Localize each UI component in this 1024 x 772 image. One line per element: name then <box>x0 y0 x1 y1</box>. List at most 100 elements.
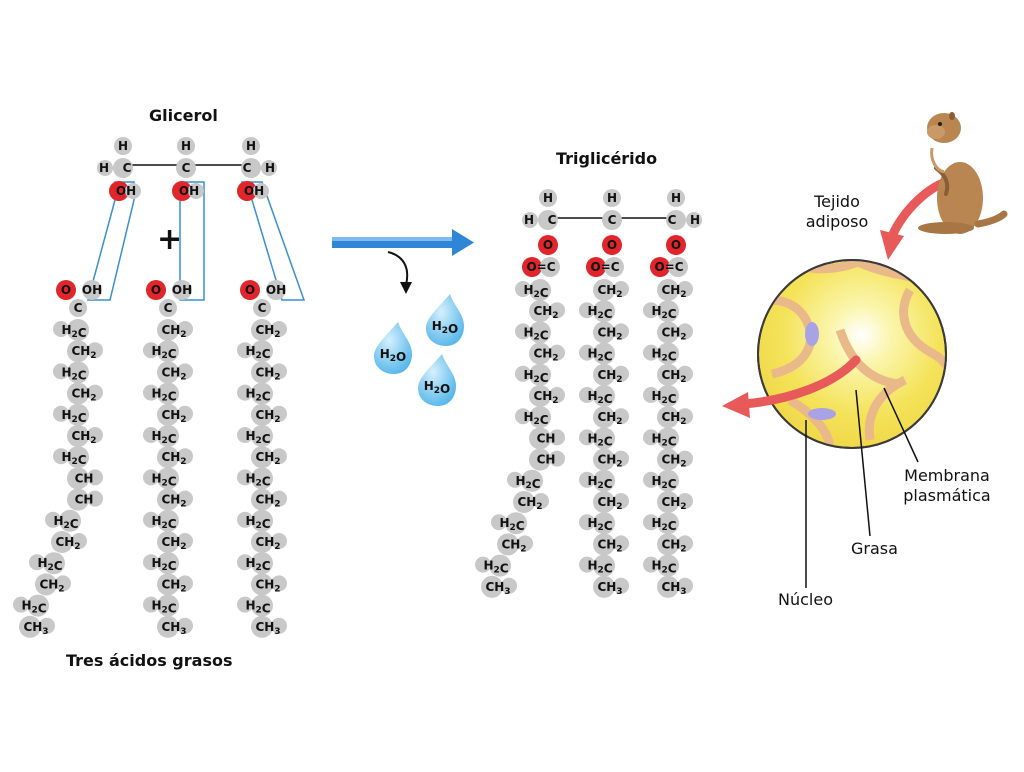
tri-carbonyl-carbon <box>668 257 688 277</box>
chain-group-label: CH2 <box>161 535 186 552</box>
chain-group-label: H2C <box>515 474 540 491</box>
glycerol-right-hydrogen <box>261 160 277 176</box>
water-release-arrowhead <box>400 282 412 294</box>
chain-group-label: CH2 <box>161 323 186 340</box>
chain-carbon-atom <box>251 531 273 553</box>
chain-carbon-atom <box>157 615 179 638</box>
chain-group-label: CH2 <box>661 495 686 512</box>
hydroxyl-group-atom <box>266 280 286 300</box>
chain-carbon-atom <box>67 340 89 363</box>
chain-group-label: H2C <box>245 387 270 404</box>
chain-hydrogen-atom <box>515 281 531 297</box>
chain-hydrogen-atom <box>177 575 193 592</box>
chain-hydrogen-atom <box>515 323 531 340</box>
chain-hydrogen-atom <box>237 469 253 486</box>
chain-group-label: CH2 <box>39 577 64 594</box>
chain-group-label: CH2 <box>55 535 80 552</box>
chain-hydrogen-atom <box>13 596 29 613</box>
chain-group-label: H2C <box>61 323 86 340</box>
carbonyl-oxygen-atom <box>240 280 260 300</box>
tri-carbonyl-oxygen <box>522 257 542 277</box>
chain-group-label: H2C <box>151 556 176 573</box>
bond-bracket <box>179 181 205 301</box>
chain-hydrogen-atom <box>53 405 69 422</box>
chain-carbon-atom <box>593 300 615 323</box>
chain-carbon-atom <box>593 533 615 556</box>
chain-group-label: CH2 <box>597 410 622 427</box>
chain-carbon-atom <box>157 509 179 532</box>
water-molecule-label: H2O <box>432 319 459 336</box>
chain-group-label: CH2 <box>255 365 280 382</box>
chain-hydrogen-atom <box>237 384 253 401</box>
glycerol-hydroxyl-hydrogen <box>188 183 204 199</box>
chain-hydrogen-atom <box>579 471 595 488</box>
chain-carbon-atom <box>505 512 527 535</box>
chain-group-label: CH2 <box>597 495 622 512</box>
reaction-arrow <box>332 229 474 256</box>
tri-backbone-carbon <box>602 210 622 230</box>
carbonyl-oxygen-label: O <box>245 283 255 297</box>
chain-hydrogen-atom <box>579 514 595 531</box>
chain-hydrogen-atom <box>643 556 659 573</box>
carboxyl-carbon-atom <box>253 299 271 317</box>
tri-top-hydrogen-label: H <box>607 191 617 205</box>
tri-top-hydrogen <box>667 189 685 207</box>
chain-group-label: H2C <box>245 556 270 573</box>
tri-backbone-carbon-label: C <box>608 213 617 227</box>
chain-group-label: H2C <box>587 559 612 576</box>
glycerol-hydroxyl-hydrogen <box>125 183 141 199</box>
chain-hydrogen-atom <box>87 469 103 486</box>
chain-hydrogen-atom <box>177 405 193 422</box>
tri-top-hydrogen-label: H <box>543 191 553 205</box>
tri-ester-oxygen-label: O <box>671 238 681 252</box>
hydroxyl-group-label: OH <box>172 283 192 297</box>
carboxyl-carbon-label: C <box>164 301 173 315</box>
chain-group-label: H2C <box>245 514 270 531</box>
chain-group-label: H2C <box>151 514 176 531</box>
triglyceride-pointer-arrow <box>722 355 861 418</box>
chain-carbon-atom <box>593 469 615 492</box>
chain-carbon-atom <box>67 403 89 426</box>
chain-hydrogen-atom <box>613 535 629 552</box>
tri-top-hydrogen <box>603 189 621 207</box>
chain-carbon-atom <box>657 533 679 556</box>
cell-label-pointers <box>805 387 919 588</box>
chain-carbon-atom <box>657 427 679 450</box>
chain-hydrogen-atom <box>677 535 693 552</box>
chain-carbon-atom <box>593 406 615 429</box>
glycerol-carbon-atom <box>241 158 261 178</box>
chain-group-label: H2C <box>587 347 612 364</box>
chain-group-label: H2C <box>21 599 46 616</box>
tri-right-hydrogen-label: H <box>690 213 700 227</box>
membrane-label: Membrana plasmática <box>893 466 1001 506</box>
chain-hydrogen-atom <box>515 408 531 425</box>
chain-carbon-atom <box>251 594 273 617</box>
bond-lines <box>123 164 676 219</box>
chain-group-label: CH3 <box>23 620 48 637</box>
carboxyl-carbon-label: C <box>258 301 267 315</box>
glycerol-left-hydrogen <box>97 160 113 176</box>
chain-group-label: H2C <box>61 450 86 467</box>
chain-carbon-atom <box>657 491 679 513</box>
tri-carbonyl-oxygen <box>650 257 670 277</box>
tri-backbone-carbon <box>538 210 558 230</box>
chain-group-label: H2C <box>151 599 176 616</box>
chain-carbon-atom <box>157 573 179 596</box>
chain-group-label: H2C <box>483 559 508 576</box>
chain-hydrogen-atom <box>579 556 595 573</box>
chain-hydrogen-atom <box>677 281 693 297</box>
glycerol-carbon-label: C <box>182 161 191 175</box>
chain-group-label: H2C <box>523 410 548 427</box>
tri-carbonyl-label: O=C <box>526 260 555 274</box>
chain-hydrogen-atom <box>177 533 193 549</box>
chain-carbon-atom <box>157 552 179 575</box>
glycerol-carbon-label: C <box>243 161 252 175</box>
chain-hydrogen-atom <box>237 342 253 359</box>
chain-carbon-atom <box>251 552 273 575</box>
chain-carbon-atom <box>251 382 273 405</box>
chain-hydrogen-atom <box>643 514 659 531</box>
chain-carbon-atom <box>657 406 679 429</box>
chain-group-label: H2C <box>651 559 676 576</box>
